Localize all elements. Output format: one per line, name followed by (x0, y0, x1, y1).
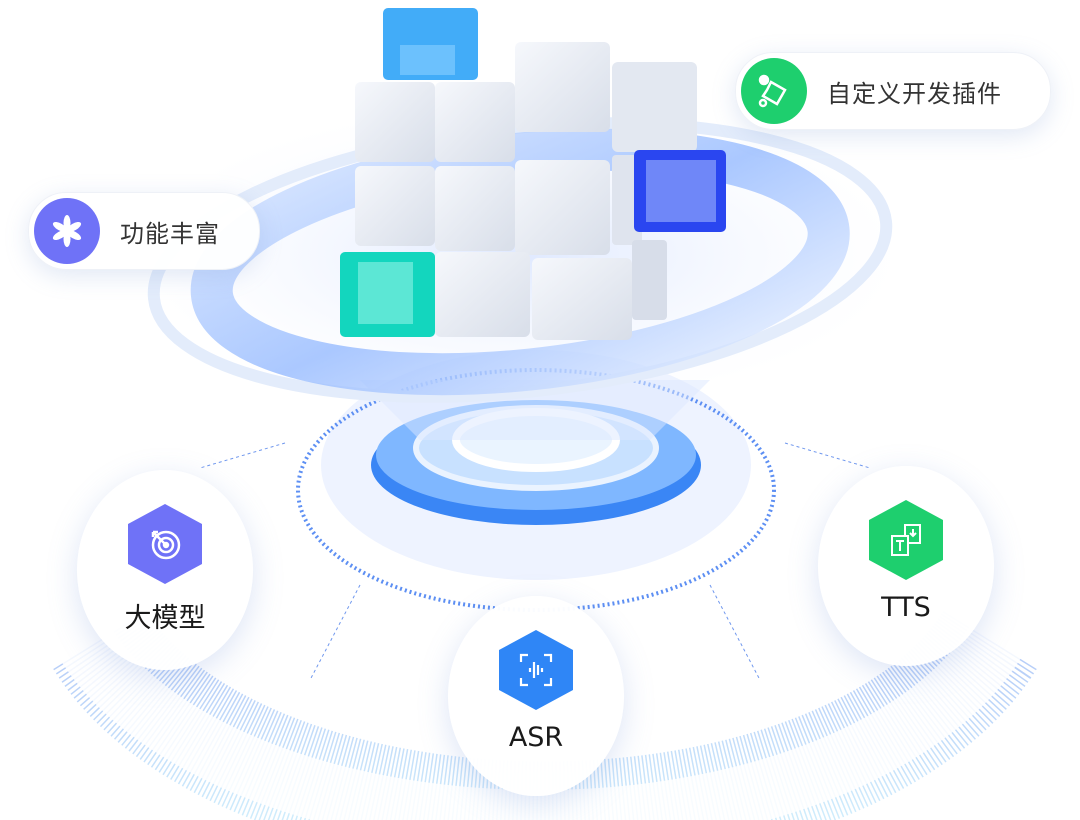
cube-cluster (340, 8, 726, 340)
asterisk-icon (34, 198, 100, 264)
connector-lines (199, 442, 871, 681)
voice-scan-icon (499, 630, 573, 710)
node-asr: ASR (448, 596, 624, 796)
node-llm: 大模型 (77, 470, 253, 670)
feature-label: 自定义开发插件 (827, 79, 1002, 108)
target-icon (128, 504, 202, 584)
node-label: TTS (881, 592, 931, 623)
text-to-speech-icon (869, 500, 943, 580)
node-label: 大模型 (124, 603, 206, 634)
puzzle-icon (741, 58, 807, 124)
feature-pill-rich: 功能丰富 (28, 192, 260, 270)
feature-pill-plugin: 自定义开发插件 (735, 52, 1051, 130)
feature-label: 功能丰富 (120, 219, 220, 248)
node-tts: TTS (818, 466, 994, 666)
node-label: ASR (508, 722, 564, 753)
